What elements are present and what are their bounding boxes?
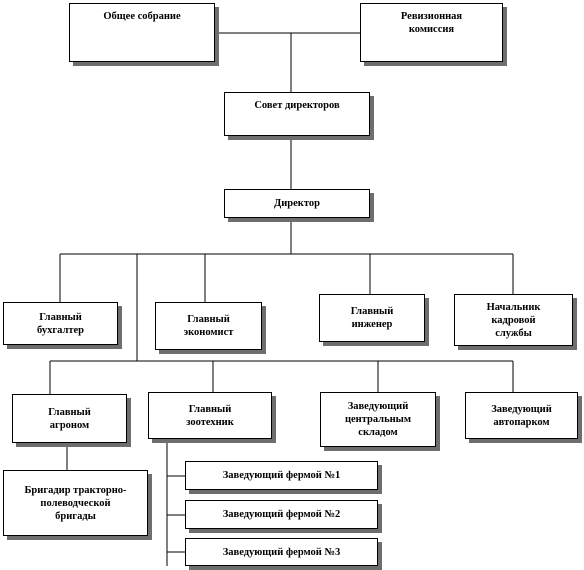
node-label: Главный зоотехник: [186, 403, 234, 428]
node-label: Заведующий автопарком: [491, 403, 552, 428]
node-farm1-head: Заведующий фермой №1: [185, 461, 378, 490]
node-label: Заведующий фермой №2: [222, 509, 341, 520]
node-chief-accountant: Главный бухгалтер: [3, 302, 118, 345]
node-chief-engineer: Главный инженер: [319, 294, 425, 342]
node-label: Заведующий центральным складом: [344, 401, 412, 438]
node-brigade-foreman: Бригадир тракторно- полеводческой бригад…: [3, 470, 148, 536]
node-hr-head: Начальник кадровой службы: [454, 294, 573, 346]
node-audit-commission: Ревизионная комиссия: [360, 3, 503, 62]
node-farm2-head: Заведующий фермой №2: [185, 500, 378, 529]
node-board-of-directors: Совет директоров: [224, 92, 370, 136]
node-chief-economist: Главный экономист: [155, 302, 262, 350]
node-chief-agronomist: Главный агроном: [12, 394, 127, 443]
node-chief-zootechnician: Главный зоотехник: [148, 392, 272, 439]
node-director: Директор: [224, 189, 370, 218]
node-label: Главный агроном: [48, 406, 91, 431]
node-general-meeting: Общее собрание: [69, 3, 215, 62]
node-label: Главный инженер: [350, 306, 394, 330]
node-label: Ревизионная комиссия: [400, 11, 463, 35]
node-farm3-head: Заведующий фермой №3: [185, 538, 378, 566]
node-label: Начальник кадровой службы: [486, 301, 541, 339]
node-label: Совет директоров: [254, 100, 340, 111]
node-label: Бригадир тракторно- полеводческой бригад…: [24, 484, 127, 522]
node-warehouse-head: Заведующий центральным складом: [320, 392, 436, 447]
node-label: Главный бухгалтер: [36, 311, 84, 336]
node-label: Заведующий фермой №1: [222, 470, 341, 481]
node-garage-head: Заведующий автопарком: [465, 392, 578, 439]
node-label: Общее собрание: [103, 11, 181, 22]
node-label: Директор: [274, 198, 320, 209]
node-label: Заведующий фермой №3: [222, 546, 341, 558]
node-label: Главный экономист: [183, 314, 234, 338]
